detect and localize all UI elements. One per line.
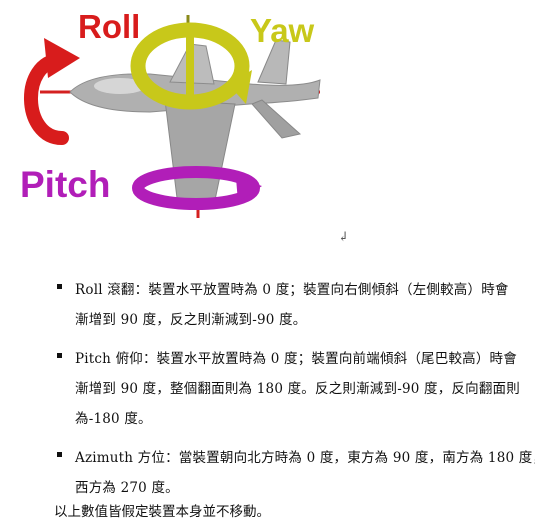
roll-arrow-head <box>44 38 80 78</box>
bullet-text-line: 漸增到 90 度，整個翻面則為 180 度。反之則漸減到-90 度，反向翻面則 <box>75 381 520 397</box>
aircraft-tail-fin <box>257 39 291 85</box>
bullet-text-line: Pitch 俯仰：裝置水平放置時為 0 度；裝置向前端傾斜（尾巴較高）時會 <box>75 351 517 367</box>
list-item: Pitch 俯仰：裝置水平放置時為 0 度；裝置向前端傾斜（尾巴較高）時會 漸增… <box>57 344 527 434</box>
pitch-arrow-head <box>236 178 262 202</box>
bullet-marker <box>57 284 62 289</box>
bullet-marker <box>57 353 62 358</box>
pitch-label: Pitch <box>20 164 111 205</box>
list-item: Roll 滾翻：裝置水平放置時為 0 度；裝置向右側傾斜（左側較高）時會 漸增到… <box>57 275 527 335</box>
bullet-text-line: 為-180 度。 <box>75 411 152 427</box>
yaw-arrow-head <box>228 70 252 104</box>
bullet-marker <box>57 452 62 457</box>
bullet-text-line: 西方為 270 度。 <box>75 480 179 496</box>
roll-label: Roll <box>78 8 141 45</box>
aircraft-canopy <box>94 78 146 94</box>
bullet-text-line: 漸增到 90 度，反之則漸減到-90 度。 <box>75 312 307 328</box>
aircraft-wing <box>164 99 236 207</box>
list-item: Azimuth 方位：當裝置朝向北方時為 0 度，東方為 90 度，南方為 18… <box>57 443 535 503</box>
bullet-text-line: Roll 滾翻：裝置水平放置時為 0 度；裝置向右側傾斜（左側較高）時會 <box>75 282 509 298</box>
bullet-text-line: Azimuth 方位：當裝置朝向北方時為 0 度，東方為 90 度，南方為 18… <box>75 450 535 466</box>
aircraft-rotation-figure: Roll Yaw Pitch <box>0 0 340 230</box>
footnote-text: 以上數值皆假定裝置本身並不移動。 <box>54 504 270 520</box>
paragraph-mark: ↲ <box>338 230 349 245</box>
bullet-list: Roll 滾翻：裝置水平放置時為 0 度；裝置向右側傾斜（左側較高）時會 漸增到… <box>57 275 535 512</box>
yaw-label: Yaw <box>250 12 315 49</box>
aircraft-illustration <box>24 15 321 218</box>
aircraft-stabilizer <box>251 99 302 139</box>
